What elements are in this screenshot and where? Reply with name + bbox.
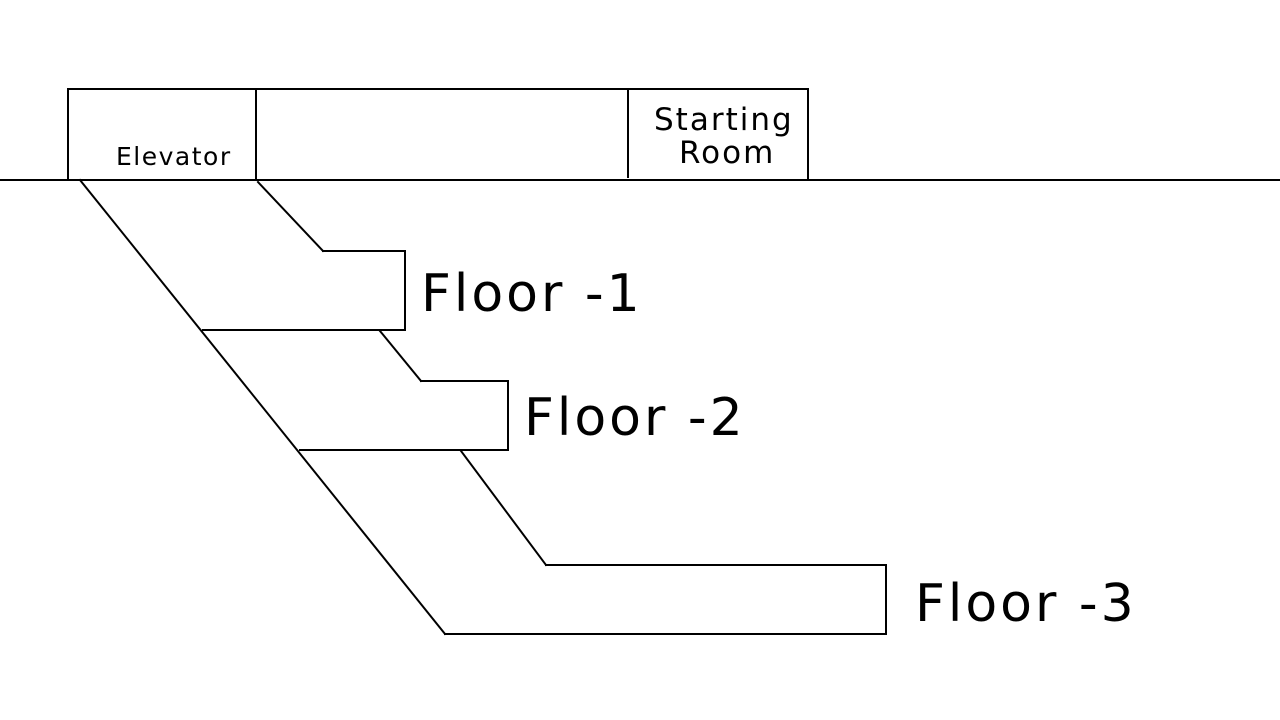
floor-3-label: Floor -3 [915,574,1137,634]
floor-2-label: Floor -2 [524,388,746,448]
elevator-shaft-line [78,178,447,636]
floor-2-stair [378,329,423,383]
starting-room-label-line-1: Starting [654,102,794,138]
floor-1-label: Floor -1 [421,264,643,324]
floor-3-stair [459,449,548,567]
elevator-label: Elevator [116,142,232,171]
starting-room-label-line-2: Room [679,135,775,171]
floor-1-stair [256,180,325,253]
